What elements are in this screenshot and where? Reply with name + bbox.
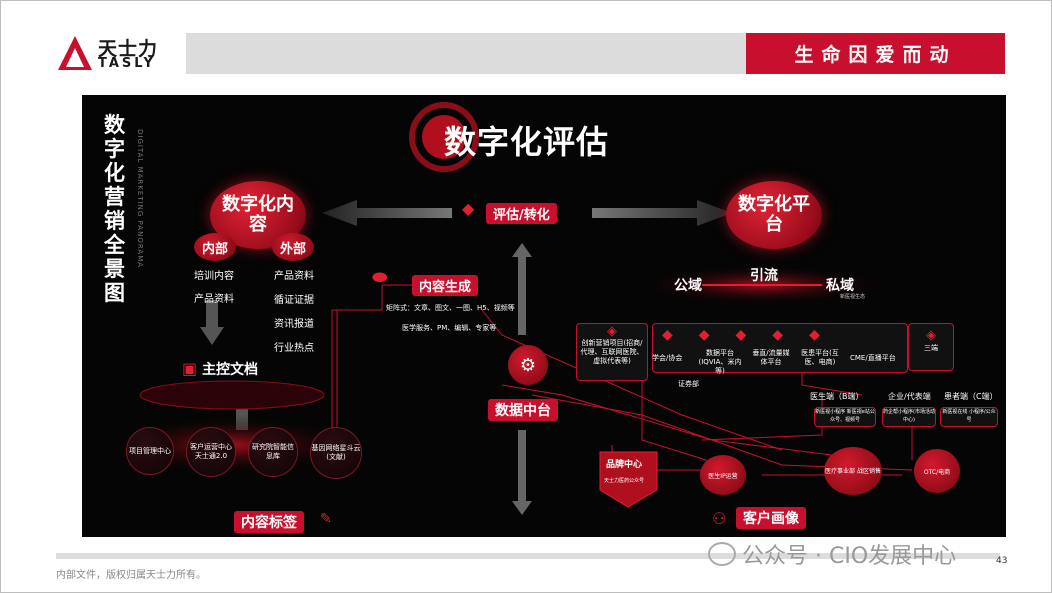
master-document-label: ▣ 主控文档: [182, 359, 258, 379]
bottom-circle-2: 研究院智能信息库: [248, 427, 298, 477]
slogan-banner: 生命因爱而动: [746, 33, 1005, 74]
customer-portrait-label: 客户画像: [736, 507, 806, 529]
end-label-2: 患者端（C端）: [944, 392, 998, 401]
content-gen-line-0: 矩阵式：文章、图文、一图、H5、视频等: [386, 304, 515, 312]
end-label-1: 企业/代表端: [888, 392, 931, 401]
page-number: 43: [996, 556, 1008, 566]
external-item-3: 行业热点: [274, 343, 314, 354]
main-title: 数字化评估: [444, 123, 610, 161]
bottom-circle-3: 基因网络星斗云(文献): [310, 427, 362, 479]
platform-item-0: 学会/协会: [652, 354, 683, 362]
end-box-2: 新医视在线 小程序/公众号: [940, 407, 998, 427]
watermark-text: 公众号 · CIO发展中心: [742, 544, 957, 569]
private-domain-label: 私域: [826, 278, 854, 294]
content-gen-icon: ⬬: [372, 267, 388, 288]
platform-icons: ◆◆◆◆◆: [662, 327, 846, 343]
platform-box-0-icon: ◈: [607, 324, 617, 339]
brand-center: 品牌中心: [606, 460, 643, 470]
bottom-circle-1: 客户运营中心天士通2.0: [186, 427, 236, 477]
external-node: 外部: [272, 233, 314, 261]
data-center-gear-icon: ⚙: [508, 345, 548, 385]
brand-center-sub: 天士力医药公众号: [604, 478, 645, 484]
public-domain-label: 公域: [674, 278, 702, 294]
platform-box-group: [652, 323, 908, 373]
evaluate-icon: ◆: [462, 199, 475, 218]
external-item-0: 产品资料: [274, 271, 314, 282]
header-bar: [186, 33, 746, 74]
tasly-logo: 天士力 TASLY: [56, 34, 168, 74]
content-tag-label: 内容标签: [234, 511, 304, 533]
diagram-title-vertical: 数字化营销全景图: [104, 113, 125, 305]
external-item-1: 循证证据: [274, 295, 314, 306]
arrow-right: [592, 200, 732, 226]
doctor-ip-circle: 医生IP运营: [700, 455, 746, 495]
customer-portrait-icon: ⚇: [712, 509, 727, 528]
watermark: 公众号 · CIO发展中心: [708, 538, 956, 570]
internal-item-0: 培训内容: [194, 271, 234, 282]
arrow-left: [322, 200, 452, 226]
platform-item-1: 数据平台(IQVIA、米内等): [698, 349, 742, 375]
evaluate-convert-label: 评估/转化: [486, 203, 557, 224]
bottom-circle-0: 项目管理中心: [126, 427, 174, 475]
logo-english: TASLY: [98, 56, 156, 71]
tag-edit-icon: ✎: [320, 511, 332, 527]
end-box-1: 药企帮小程序(市场活动中心): [882, 407, 936, 427]
three-ends-text: 三端: [924, 344, 938, 352]
platform-box-0: ◈ 创新营销项目(招商/代理、互联网医院、虚拟代表等): [576, 323, 648, 381]
platform-item-4: CME/直播平台: [850, 354, 896, 362]
footer-text: 内部文件，版权归属天士力所有。: [56, 570, 206, 581]
end-label-0: 医生端（B端）: [810, 392, 864, 401]
footer-bar: [56, 553, 1000, 559]
content-generation-label: 内容生成: [412, 275, 479, 296]
internal-node: 内部: [194, 233, 236, 261]
wechat-icon: [708, 542, 736, 566]
platform-box-0-text: 创新营销项目(招商/代理、互联网医院、虚拟代表等): [580, 339, 644, 365]
platform-box-three-ends: ◈ 三端: [908, 323, 954, 371]
securities-dept: 证券部: [678, 380, 699, 388]
logo-chinese: 天士力: [98, 38, 159, 60]
digital-platform-node: 数字化平台: [726, 181, 822, 249]
master-document-text: 主控文档: [202, 362, 258, 378]
triangle-logo-icon: [58, 36, 92, 70]
end-box-0: 新医视小程序 新医视e站公众号、视频号: [814, 407, 876, 427]
otc-circle: OTC/电商: [914, 449, 960, 493]
diagram-subtitle-vertical: DIGITAL MARKETING PANORAMA: [136, 129, 144, 269]
document-icon: ▣: [182, 359, 198, 378]
private-domain-sub: 新医视生态: [840, 294, 866, 300]
external-item-2: 资讯报道: [274, 319, 314, 330]
medical-division-circle: 医疗事业部 战区销售: [824, 447, 882, 495]
diagram-panel: 数字化营销全景图 DIGITAL MARKETING PANORAMA 数字化评…: [82, 95, 1006, 537]
data-center-label: 数据中台: [488, 399, 558, 421]
traffic-label: 引流: [750, 268, 778, 284]
platform-item-3: 医患平台(互医、电商): [801, 349, 839, 366]
internal-item-1: 产品资料: [194, 294, 234, 305]
content-gen-line-1: 医学服务、PM、编辑、专家等: [402, 324, 497, 332]
three-ends-icon: ◈: [926, 328, 936, 343]
platform-item-2: 垂直/流量媒体平台: [752, 349, 790, 366]
